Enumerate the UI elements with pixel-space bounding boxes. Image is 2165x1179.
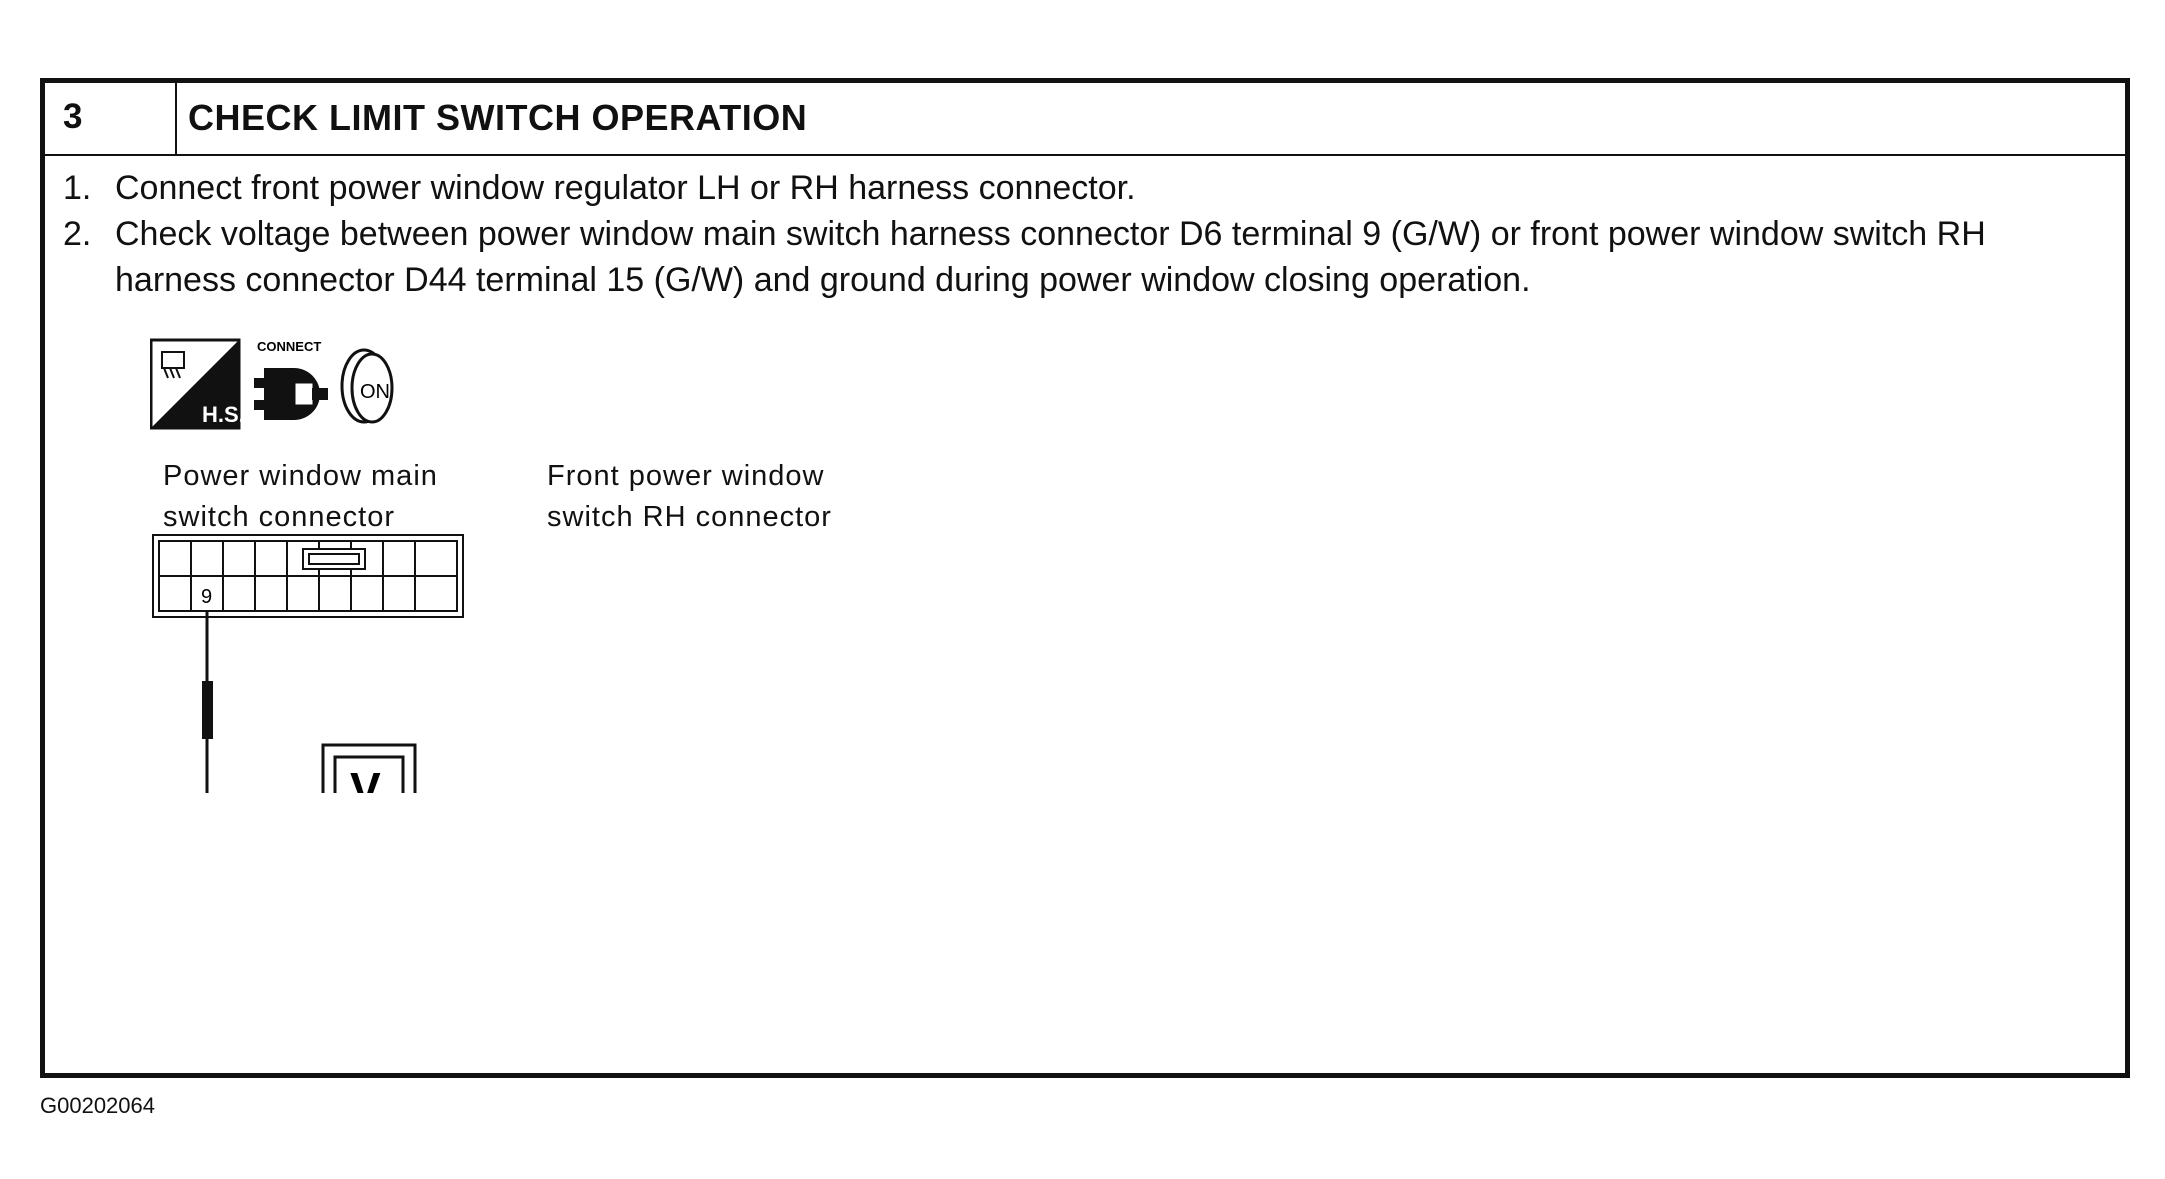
ignition-key-on-icon: ON (340, 348, 394, 424)
voltage-check-diagram: 9 V (152, 534, 464, 793)
header-divider (175, 83, 177, 154)
voltmeter-main: V (321, 743, 417, 793)
procedure-icons: H.S. CONNECT ON (150, 338, 394, 430)
instruction-list: 1. Connect front power window regulator … (63, 165, 2103, 303)
main-switch-connector-label: Power window main switch connector (163, 460, 438, 533)
connect-icon: CONNECT (254, 339, 328, 420)
rh-switch-connector-label: Front power window switch RH connector (547, 460, 832, 533)
voltmeter-symbol: V (350, 763, 381, 793)
figure-id: G00202064 (40, 1093, 155, 1118)
instruction-item: 1. Connect front power window regulator … (63, 165, 2103, 211)
harness-service-icon: H.S. (150, 338, 245, 430)
instruction-number: 1. (63, 169, 92, 207)
key-on-label: ON (360, 381, 390, 403)
connect-icon-label: CONNECT (257, 339, 321, 354)
terminal-9-label: 9 (201, 586, 212, 608)
procedure-frame: 3 CHECK LIMIT SWITCH OPERATION 1. Connec… (40, 78, 2130, 1078)
instruction-number: 2. (63, 215, 92, 253)
instruction-item: 2. Check voltage between power window ma… (63, 211, 2103, 303)
meter-probe-main (202, 611, 213, 793)
instruction-text: Connect front power window regulator LH … (115, 169, 1136, 207)
hs-icon-label: H.S. (202, 402, 245, 427)
step-header: 3 CHECK LIMIT SWITCH OPERATION (45, 83, 2125, 156)
instruction-text: Check voltage between power window main … (115, 215, 1986, 299)
step-title: CHECK LIMIT SWITCH OPERATION (188, 97, 808, 138)
main-switch-connector (152, 534, 464, 618)
step-number: 3 (63, 97, 83, 136)
